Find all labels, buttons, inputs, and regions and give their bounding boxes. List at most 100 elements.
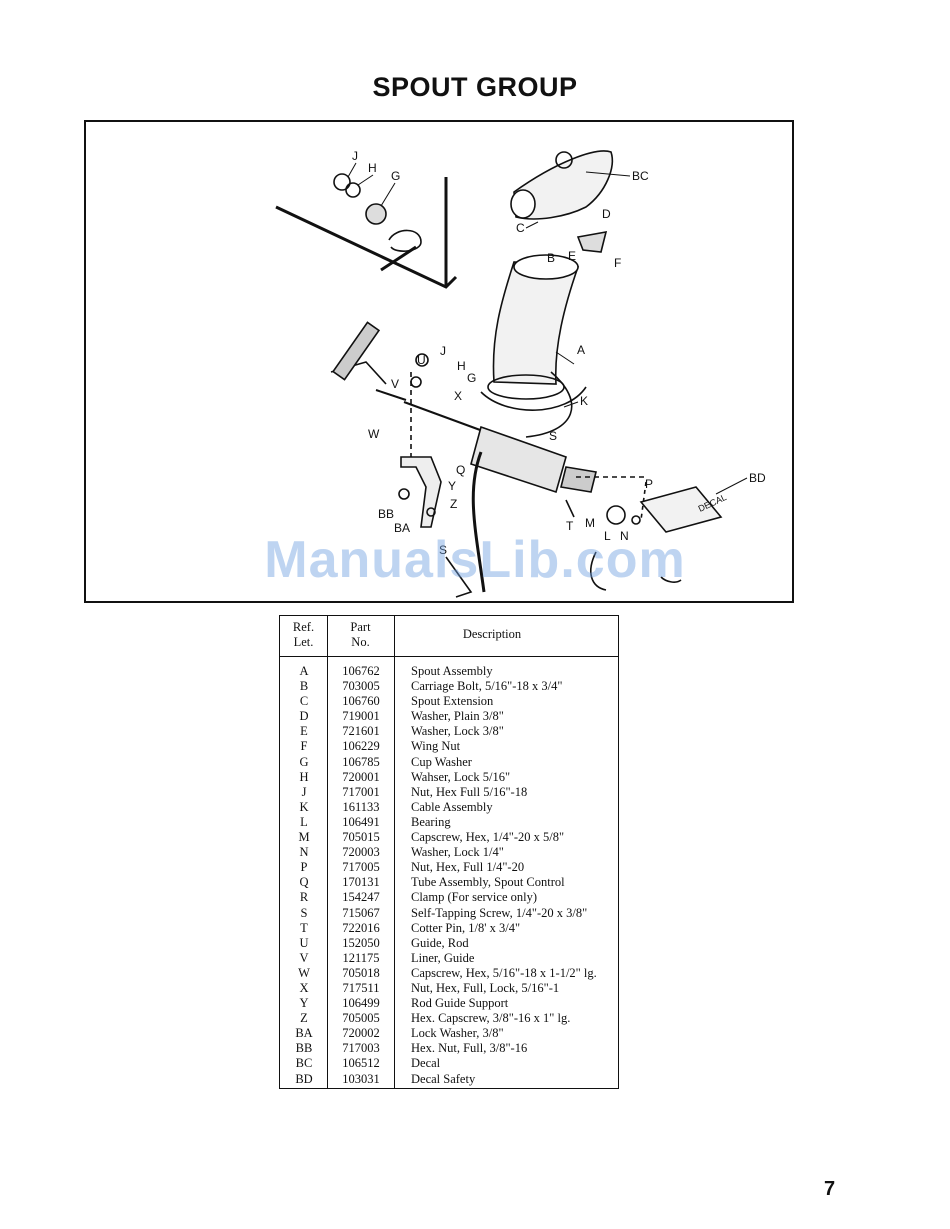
part-number: 715067	[342, 905, 380, 920]
header-divider	[280, 656, 618, 657]
part-number: 720002	[342, 1026, 380, 1041]
ref-letter: V	[299, 950, 309, 965]
part-number: 106512	[342, 1056, 380, 1071]
callout-label: L	[604, 529, 611, 543]
column-divider	[327, 616, 328, 1088]
part-number: 717511	[342, 980, 380, 995]
callout-label: BD	[749, 471, 766, 485]
table-row: X 717511 Nut, Hex, Full, Lock, 5/16"-1	[280, 981, 618, 996]
callout-label: Q	[456, 463, 465, 477]
callout-label: B	[547, 251, 555, 265]
part-description: Nut, Hex, Full, Lock, 5/16"-1	[411, 980, 560, 995]
part-number: 121175	[342, 950, 380, 965]
ref-letter: X	[299, 980, 309, 995]
part-number: 705015	[342, 830, 380, 845]
part-description: Washer, Lock 1/4"	[411, 845, 504, 860]
callout-label: A	[577, 343, 585, 357]
ref-letter: R	[299, 890, 309, 905]
part-number: 106762	[342, 664, 380, 678]
part-number: 717001	[342, 784, 380, 799]
ref-letter: E	[300, 724, 308, 739]
ref-letter: U	[299, 935, 309, 950]
page-title: SPOUT GROUP	[372, 72, 578, 102]
part-description: Bearing	[411, 814, 451, 829]
callout-label: BA	[394, 521, 410, 535]
part-description: Decal Safety	[411, 1071, 476, 1086]
callout-label: BC	[632, 169, 649, 183]
callout-label: BB	[378, 507, 394, 521]
part-number: 703005	[342, 679, 380, 694]
table-row: S 715067 Self-Tapping Screw, 1/4"-20 x 3/8…	[280, 906, 618, 921]
ref-letter: BD	[295, 1071, 313, 1086]
ref-letter: P	[300, 860, 308, 875]
callout-label: P	[645, 477, 653, 491]
part-description: Guide, Rod	[411, 935, 469, 950]
header-ref-let: Ref. Let.	[280, 620, 327, 650]
callout-label: T	[566, 519, 574, 533]
ref-letter: A	[299, 664, 309, 678]
ref-letter: B	[299, 679, 309, 694]
column-divider	[394, 616, 395, 1088]
header-ref-line1: Ref.	[292, 620, 315, 634]
table-row: BD 103031 Decal Safety	[280, 1072, 618, 1087]
ref-letter: S	[300, 905, 308, 920]
ref-letter: N	[299, 845, 309, 860]
part-description: Self-Tapping Screw, 1/4"-20 x 3/8"	[411, 905, 588, 920]
ref-letter: Q	[299, 875, 309, 890]
part-number: 722016	[342, 920, 380, 935]
table-row: M 705015 Capscrew, Hex, 1/4"-20 x 5/8"	[280, 830, 618, 845]
part-description: Hex. Capscrew, 3/8"-16 x 1" lg.	[411, 1011, 571, 1026]
callout-label: W	[368, 427, 380, 441]
ref-letter: BA	[295, 1026, 313, 1041]
callout-label: Z	[450, 497, 457, 511]
part-number: 719001	[342, 709, 380, 724]
callout-label: M	[585, 516, 595, 530]
callout-label: U	[417, 353, 426, 367]
part-number: 103031	[342, 1071, 380, 1086]
part-description: Clamp (For service only)	[411, 890, 538, 905]
part-description: Capscrew, Hex, 5/16"-18 x 1-1/2" lg.	[411, 965, 597, 980]
header-ref-line2: Let.	[293, 635, 314, 649]
part-number: 106760	[342, 694, 380, 709]
callout-label: H	[457, 359, 466, 373]
part-description: Decal	[411, 1056, 441, 1071]
callout-label: S	[549, 429, 557, 443]
callout-label: K	[580, 394, 588, 408]
part-number: 717005	[342, 860, 380, 875]
ref-letter: L	[300, 814, 308, 829]
ref-letter: Z	[300, 1011, 308, 1026]
callout-label: E	[568, 249, 576, 263]
part-description: Liner, Guide	[411, 950, 475, 965]
ref-letter: BB	[295, 1041, 313, 1056]
ref-letter: M	[298, 830, 310, 845]
callout-label: X	[454, 389, 462, 403]
part-number: 106785	[342, 754, 380, 769]
part-description: Washer, Plain 3/8"	[411, 709, 504, 724]
part-description: Cotter Pin, 1/8' x 3/4"	[411, 920, 521, 935]
callout-label: V	[391, 377, 399, 391]
callout-label: H	[368, 161, 377, 175]
ref-letter: J	[301, 784, 307, 799]
part-description: Wing Nut	[411, 739, 461, 754]
ref-letter: T	[300, 920, 308, 935]
header-part-no: Part No.	[327, 620, 394, 650]
callout-label: N	[620, 529, 629, 543]
part-description: Tube Assembly, Spout Control	[411, 875, 565, 890]
part-description: Capscrew, Hex, 1/4"-20 x 5/8"	[411, 830, 565, 845]
header-part-line1: Part	[350, 620, 371, 634]
part-number: 717003	[342, 1041, 380, 1056]
part-number: 705018	[342, 965, 380, 980]
